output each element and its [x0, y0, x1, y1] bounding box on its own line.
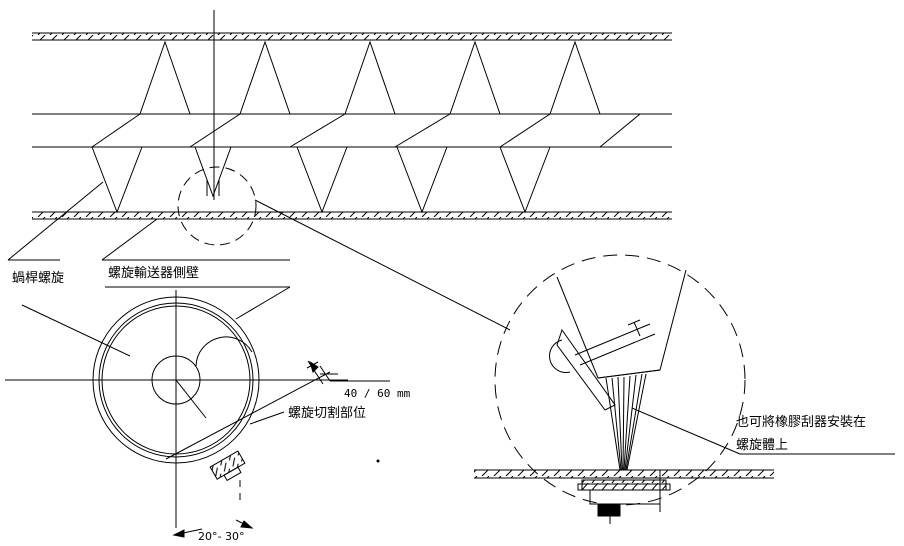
flight-arc [195, 336, 253, 367]
label-worm-screw: 蝸桿螺旋 [12, 271, 64, 286]
detail-connector-line [254, 199, 511, 331]
label-install-note-line1: 也可將橡膠刮器安裝在 [736, 415, 866, 430]
scraper-block-section [209, 450, 246, 482]
label-install-note-line2: 螺旋體上 [736, 438, 788, 453]
screw-side-view [32, 10, 672, 331]
detail-view [474, 254, 895, 524]
bottom-housing-wall [32, 211, 672, 220]
screw-shaft [32, 113, 672, 148]
detail-circle-large [494, 254, 746, 506]
label-conveyor-side-wall: 螺旋輸送器側壁 [108, 266, 199, 281]
top-housing-wall [32, 32, 672, 41]
cross-section-view [5, 290, 390, 538]
label-angle-range: 20°- 30° [198, 530, 244, 543]
scraper-mount-base [577, 470, 671, 524]
detail-circle-small [177, 166, 257, 246]
leader-lines [7, 181, 291, 425]
scraper-bristles [605, 373, 647, 471]
screw-flights [91, 40, 641, 214]
label-gap-dimension: 40 / 60 mm [344, 387, 411, 400]
label-screw-cutting-area: 螺旋切割部位 [288, 405, 366, 421]
